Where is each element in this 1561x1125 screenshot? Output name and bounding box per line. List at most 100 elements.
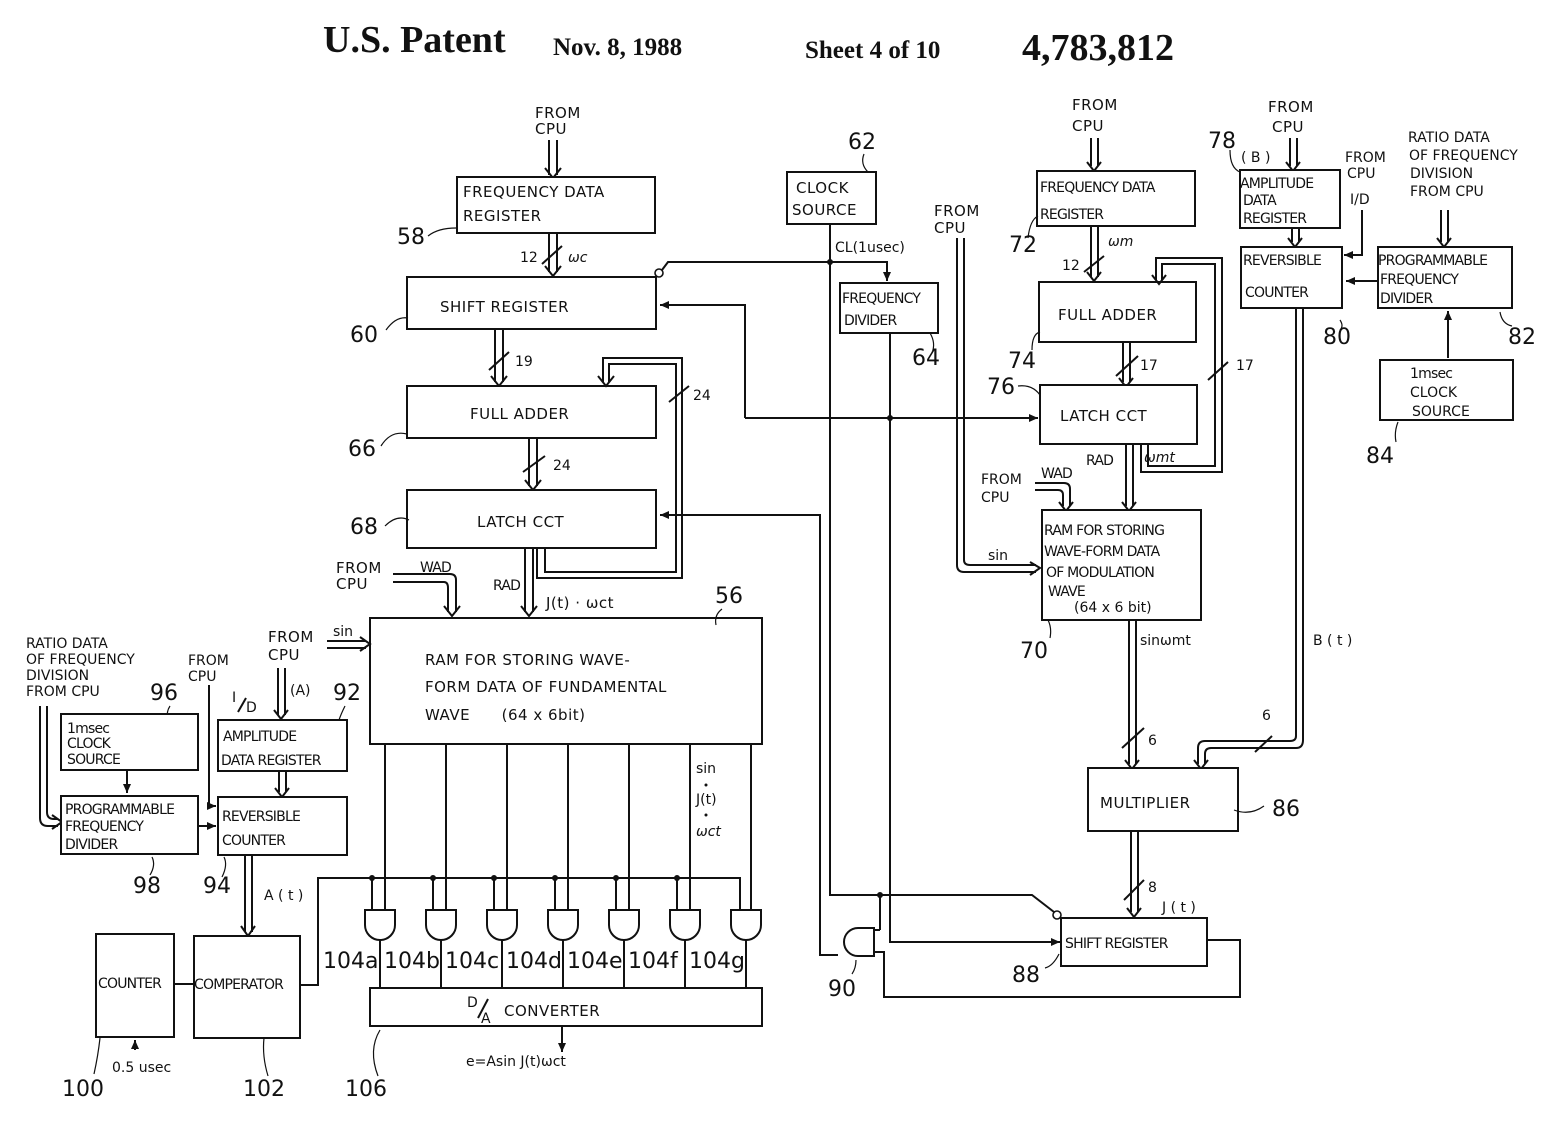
ref-92: 92 xyxy=(333,681,361,706)
from-cpu-label: CPU xyxy=(934,219,966,237)
comparator-102: COMPERATOR xyxy=(193,935,301,1039)
ref-90: 90 xyxy=(828,977,856,1002)
from-cpu-label: FROM xyxy=(1072,96,1118,114)
signal-j-t: J ( t ) xyxy=(1161,900,1196,916)
signal-wmt: ωmt xyxy=(1144,450,1175,466)
bus-width-19: 19 xyxy=(515,354,533,370)
output-equation: e=Asin J(t)ωct xyxy=(466,1054,566,1070)
bus-a-t xyxy=(244,855,253,932)
ratio-data-label: DIVISION xyxy=(26,668,89,684)
bus-width-6b: 6 xyxy=(1262,708,1271,724)
ref-70: 70 xyxy=(1020,639,1048,664)
ref-104a: 104a xyxy=(323,949,378,974)
sin-stack-label: J(t) xyxy=(695,792,717,808)
block-label: REVERSIBLE xyxy=(222,809,300,825)
ref-86: 86 xyxy=(1272,797,1300,822)
frequency-divider-64: FREQUENCY DIVIDER xyxy=(839,282,939,334)
ref-98: 98 xyxy=(133,874,161,899)
ref-58: 58 xyxy=(397,225,425,250)
from-cpu-label: CPU xyxy=(1072,117,1104,135)
signal-wm: ωm xyxy=(1108,234,1133,250)
block-label: FREQUENCY DATA xyxy=(463,183,605,201)
bus-width-12: 12 xyxy=(1062,258,1080,274)
from-cpu-label: CPU xyxy=(1272,118,1304,136)
ref-78: 78 xyxy=(1208,129,1236,154)
from-cpu-label: FROM xyxy=(1345,150,1386,166)
ref-64: 64 xyxy=(912,346,940,371)
and-gate-104d: 104d xyxy=(506,909,579,988)
ref-68: 68 xyxy=(350,515,378,540)
ref-104g: 104g xyxy=(689,949,745,974)
bus-sin-wmt xyxy=(1128,620,1137,764)
signal-b-t: B ( t ) xyxy=(1313,633,1352,649)
divided-clock-line xyxy=(889,333,1060,946)
bus-wad xyxy=(393,573,457,612)
programmable-frequency-divider-82: PROGRAMMABLE FREQUENCY DIVIDER xyxy=(1377,246,1513,309)
block-label: MULTIPLIER xyxy=(1100,794,1191,812)
block-label: DATA REGISTER xyxy=(221,753,322,769)
frequency-data-register-58: FREQUENCY DATA REGISTER xyxy=(456,176,656,234)
block-label: REGISTER xyxy=(1243,211,1307,227)
block-label: DIVIDER xyxy=(1380,291,1433,307)
signal-wad: WAD xyxy=(420,560,451,576)
signal-jt-wct: J(t) · ωct xyxy=(545,594,614,612)
block-label: COUNTER xyxy=(1245,285,1309,301)
clock-source-84: 1msec CLOCK SOURCE xyxy=(1379,359,1514,421)
ratio-data-label: FROM CPU xyxy=(1410,184,1484,200)
block-label: REVERSIBLE xyxy=(1243,253,1321,269)
bus-width-24: 24 xyxy=(693,388,711,404)
inverter-bubble xyxy=(1052,910,1062,920)
and-gate-104c: 104c xyxy=(445,909,518,988)
block-label: CONVERTER xyxy=(504,1002,600,1020)
block-label: WAVE (64 x 6bit) xyxy=(425,706,585,724)
bus-cpu-to-58 xyxy=(548,140,558,175)
bus-width-17: 17 xyxy=(1140,358,1158,374)
bus-rad xyxy=(524,548,534,612)
signal-sin-wmt: sinωmt xyxy=(1140,633,1191,649)
da-label: A xyxy=(481,1011,491,1027)
ref-100: 100 xyxy=(62,1077,104,1102)
block-label: FREQUENCY DATA xyxy=(1040,180,1156,196)
block-label: SOURCE xyxy=(1412,404,1470,420)
from-cpu-label: CPU xyxy=(268,646,300,664)
ref-88: 88 xyxy=(1012,963,1040,988)
block-label: COUNTER xyxy=(222,833,286,849)
bus-b-t xyxy=(1197,308,1304,764)
enable-line xyxy=(300,877,741,986)
block-label: COUNTER xyxy=(98,976,162,992)
block-label: REGISTER xyxy=(1040,207,1104,223)
from-cpu-label: FROM xyxy=(535,104,581,122)
ref-104e: 104e xyxy=(567,949,623,974)
da-label: D xyxy=(467,995,478,1011)
ref-60: 60 xyxy=(350,323,378,348)
full-adder-74: FULL ADDER xyxy=(1038,281,1197,343)
signal-sin: sin xyxy=(333,624,353,640)
ram-modulation-wave-70: RAM FOR STORING WAVE-FORM DATA OF MODULA… xyxy=(1041,509,1202,621)
feedback-bus-24 xyxy=(536,357,683,579)
ref-82: 82 xyxy=(1508,325,1536,350)
ref-72: 72 xyxy=(1009,233,1037,258)
ref-80: 80 xyxy=(1323,325,1351,350)
header-date: Nov. 8, 1988 xyxy=(553,34,682,61)
block-label: DIVIDER xyxy=(844,313,897,329)
feedback-bus-17 xyxy=(1140,257,1223,473)
id-label: I/D xyxy=(1350,192,1370,208)
bus-sin-to-70 xyxy=(956,238,1036,573)
leader-line xyxy=(427,227,457,237)
bus-sin xyxy=(327,640,366,649)
block-label: PROGRAMMABLE xyxy=(65,802,174,818)
sin-stack-label: ωct xyxy=(696,824,721,840)
block-label: 1msec xyxy=(67,721,109,737)
from-cpu-label: FROM xyxy=(188,653,229,669)
inverter-bubble xyxy=(654,268,664,278)
clock-source-62: CLOCK SOURCE xyxy=(786,171,877,225)
strobe-to-60 xyxy=(660,301,746,418)
ref-84: 84 xyxy=(1366,444,1394,469)
ref-96: 96 xyxy=(150,681,178,706)
amplitude-data-register-92: AMPLITUDE DATA REGISTER xyxy=(217,719,348,772)
block-label: RAM FOR STORING xyxy=(1044,523,1164,539)
block-label: COMPERATOR xyxy=(194,977,284,993)
block-label: CLOCK xyxy=(1410,385,1458,401)
block-label: REGISTER xyxy=(463,207,542,225)
